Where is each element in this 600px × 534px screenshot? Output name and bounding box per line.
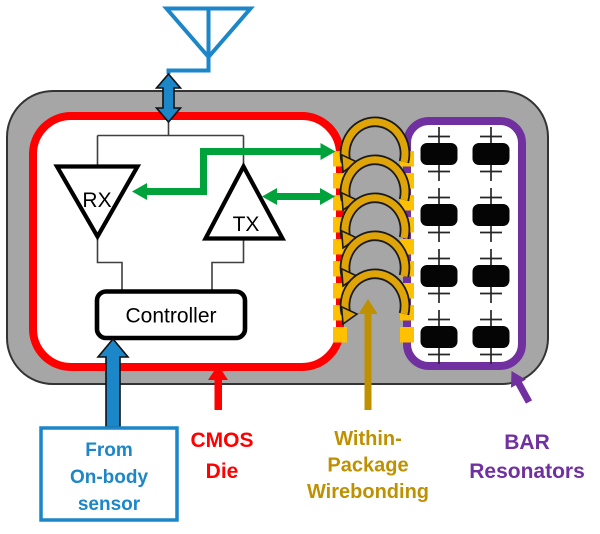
resonator-body — [472, 143, 510, 165]
bar-label-line2: Resonators — [469, 460, 585, 483]
resonator-electrode-ticks — [428, 257, 450, 295]
wirebond-arc-icon — [341, 232, 409, 277]
wirebonding-label-line3: Wirebonding — [307, 481, 429, 503]
cmos-callout-arrow-icon — [208, 365, 228, 410]
sensor-label-line2: On-body — [70, 467, 149, 488]
wirebonding-label: Within- Package Wirebonding — [307, 428, 429, 503]
rx-triangle — [53, 164, 142, 241]
resonator-body — [420, 265, 458, 287]
bar-resonators — [420, 127, 510, 364]
resonator-electrode-ticks — [428, 135, 450, 173]
arrowhead-to-tx-icon — [262, 188, 277, 205]
sensor-label-line1: From — [85, 440, 133, 461]
cmos-label-line1: CMOS — [191, 429, 254, 452]
bond-pad-die — [333, 327, 347, 343]
resonator-body — [420, 204, 458, 226]
rx-resonator-path — [141, 148, 326, 195]
bar-resonators-label: BAR Resonators — [469, 431, 585, 483]
controller-label: Controller — [125, 305, 216, 328]
green-signal-arrows — [132, 143, 336, 205]
bar-resonator-cell — [420, 249, 458, 303]
arrowhead-to-pads2-icon — [320, 188, 335, 205]
bar-resonator-cell — [420, 127, 458, 181]
wirebond-arcs — [339, 116, 411, 326]
cmos-die-label: CMOS Die — [191, 429, 254, 483]
rx-controller-wire — [96, 236, 123, 290]
antenna-up-down-arrow-icon — [154, 72, 183, 124]
arrowhead-to-pads-icon — [320, 143, 336, 160]
tx-block: TX — [202, 162, 287, 241]
bar-resonator-cell — [472, 127, 510, 181]
sensor-box-border — [39, 426, 179, 522]
cmos-label-line2: Die — [206, 460, 239, 483]
resonator-electrode-ticks — [480, 196, 502, 234]
bar-resonator-cell — [472, 249, 510, 303]
resonator-body — [472, 265, 510, 287]
tx-label: TX — [233, 213, 260, 236]
bar-resonator-cell — [472, 310, 510, 364]
die-wiring — [96, 120, 245, 290]
resonator-body — [420, 326, 458, 348]
antenna-icon — [162, 6, 255, 74]
resonator-electrode-ticks — [480, 257, 502, 295]
bar-label-line1: BAR — [504, 431, 550, 454]
wirebonding-label-line1: Within- — [334, 428, 402, 450]
wirebond-arc-icon — [341, 270, 409, 315]
wirebond-arc-icon — [341, 194, 409, 239]
tx-triangle — [202, 162, 287, 241]
controller-block: Controller — [94, 289, 248, 341]
tx-controller-wire — [211, 239, 245, 290]
controller-box — [94, 289, 248, 341]
wirebond-callout-arrow-icon — [358, 299, 378, 410]
resonator-body — [472, 326, 510, 348]
arrowhead-to-rx-icon — [132, 183, 147, 200]
sensor-label-box: From On-body sensor — [39, 426, 179, 522]
resonator-electrode-ticks — [480, 318, 502, 356]
wirebond-arrowhead-icon — [340, 305, 359, 326]
bar-resonator-cell — [420, 310, 458, 364]
wirebonding-label-line2: Package — [327, 455, 408, 477]
resonator-body — [472, 204, 510, 226]
wirebond-arc-icon — [341, 156, 409, 201]
resonator-electrode-ticks — [428, 196, 450, 234]
bar-resonator-cell — [420, 188, 458, 242]
sensor-label-line3: sensor — [78, 494, 141, 515]
rx-block: RX — [53, 164, 142, 241]
resonator-body — [420, 143, 458, 165]
bar-resonator-cell — [472, 188, 510, 242]
resonator-electrode-ticks — [480, 135, 502, 173]
wirebond-arc-icon — [341, 118, 409, 163]
bar-callout-arrow-icon — [511, 371, 533, 404]
resonator-electrode-ticks — [428, 318, 450, 356]
rx-label: RX — [82, 189, 111, 212]
antenna-stem — [166, 57, 211, 74]
bond-pad-resonator — [400, 327, 414, 343]
